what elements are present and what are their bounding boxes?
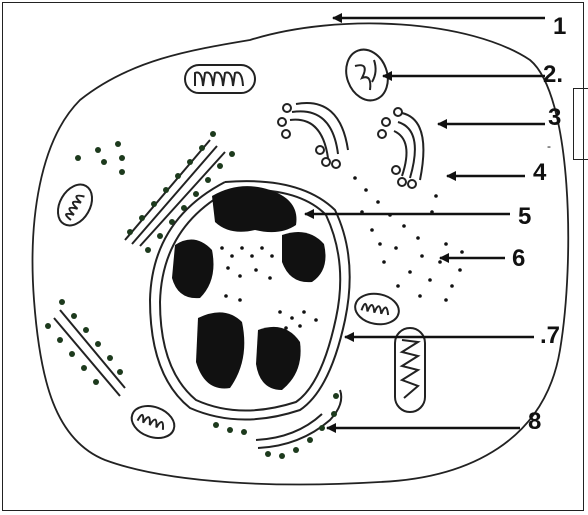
label-6: 6 [512, 245, 525, 272]
mitochondrion-top [185, 65, 255, 93]
label-2: 2. [543, 61, 563, 88]
label-7: .7 [540, 322, 560, 349]
label-5: 5 [518, 203, 531, 230]
label-8: 8 [528, 408, 541, 435]
dash-mark: - [547, 139, 551, 153]
label-3: 3 [548, 104, 561, 131]
mitochondrion-vertical [395, 328, 425, 412]
label-4: 4 [533, 159, 547, 186]
label-1: 1 [553, 13, 566, 40]
